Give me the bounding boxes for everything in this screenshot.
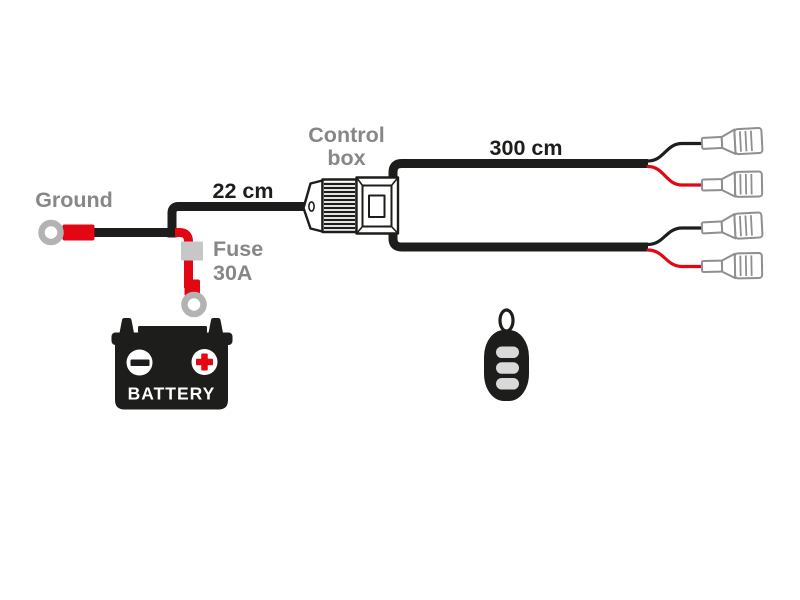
battery-label: BATTERY bbox=[128, 384, 216, 404]
fob-keyring-loop-icon bbox=[498, 308, 515, 333]
lead1-red-wire bbox=[646, 164, 704, 187]
ground-terminal bbox=[38, 219, 95, 246]
control-box-cable-gland bbox=[302, 179, 324, 233]
ground-ring-icon bbox=[38, 219, 64, 246]
battery-terminal bbox=[181, 279, 207, 318]
spade-connector-1 bbox=[700, 126, 764, 157]
plus-icon-vertical bbox=[201, 353, 208, 371]
fuse-block bbox=[181, 241, 203, 261]
spade-connector-4 bbox=[700, 251, 764, 280]
lead-length-label: 300 cm bbox=[490, 136, 563, 160]
battery-lid bbox=[111, 332, 233, 345]
battery-positive-wire bbox=[175, 228, 193, 288]
harness-length-label: 22 cm bbox=[213, 179, 274, 203]
ground-label: Ground bbox=[35, 188, 113, 212]
control-box bbox=[302, 176, 400, 235]
lead2-black-wire bbox=[646, 226, 704, 247]
lead2-red-wire bbox=[646, 248, 704, 269]
main-feed-wire-22cm bbox=[167, 202, 307, 238]
ground-crimp-sleeve bbox=[62, 224, 95, 241]
minus-icon bbox=[130, 359, 150, 366]
battery-crimp-sleeve bbox=[184, 279, 200, 296]
battery-top-strip bbox=[138, 326, 207, 333]
output-lead-top-300cm bbox=[388, 159, 648, 182]
battery-ring-icon bbox=[181, 291, 207, 318]
remote-key-fob bbox=[484, 308, 529, 401]
spade-connector-2 bbox=[700, 170, 764, 199]
control-box-label-line1: Control bbox=[308, 123, 384, 147]
fob-button-1 bbox=[496, 346, 519, 358]
fob-button-2 bbox=[496, 362, 519, 374]
output-lead-bottom bbox=[388, 229, 648, 252]
fuse-label-line1: Fuse bbox=[213, 237, 263, 261]
fuse-label-line2: 30A bbox=[213, 261, 252, 285]
battery: BATTERY bbox=[111, 318, 233, 410]
battery-post-right bbox=[208, 318, 223, 333]
lead1-black-wire bbox=[646, 141, 704, 163]
control-box-gland-hole bbox=[308, 201, 315, 212]
control-box-label-line2: box bbox=[327, 146, 365, 170]
control-box-window bbox=[368, 194, 386, 218]
spade-connector-3 bbox=[700, 211, 764, 242]
battery-post-left bbox=[119, 318, 134, 333]
control-box-ribs bbox=[324, 182, 355, 230]
fob-button-3 bbox=[496, 378, 519, 390]
control-box-bevel-lines bbox=[355, 176, 399, 235]
